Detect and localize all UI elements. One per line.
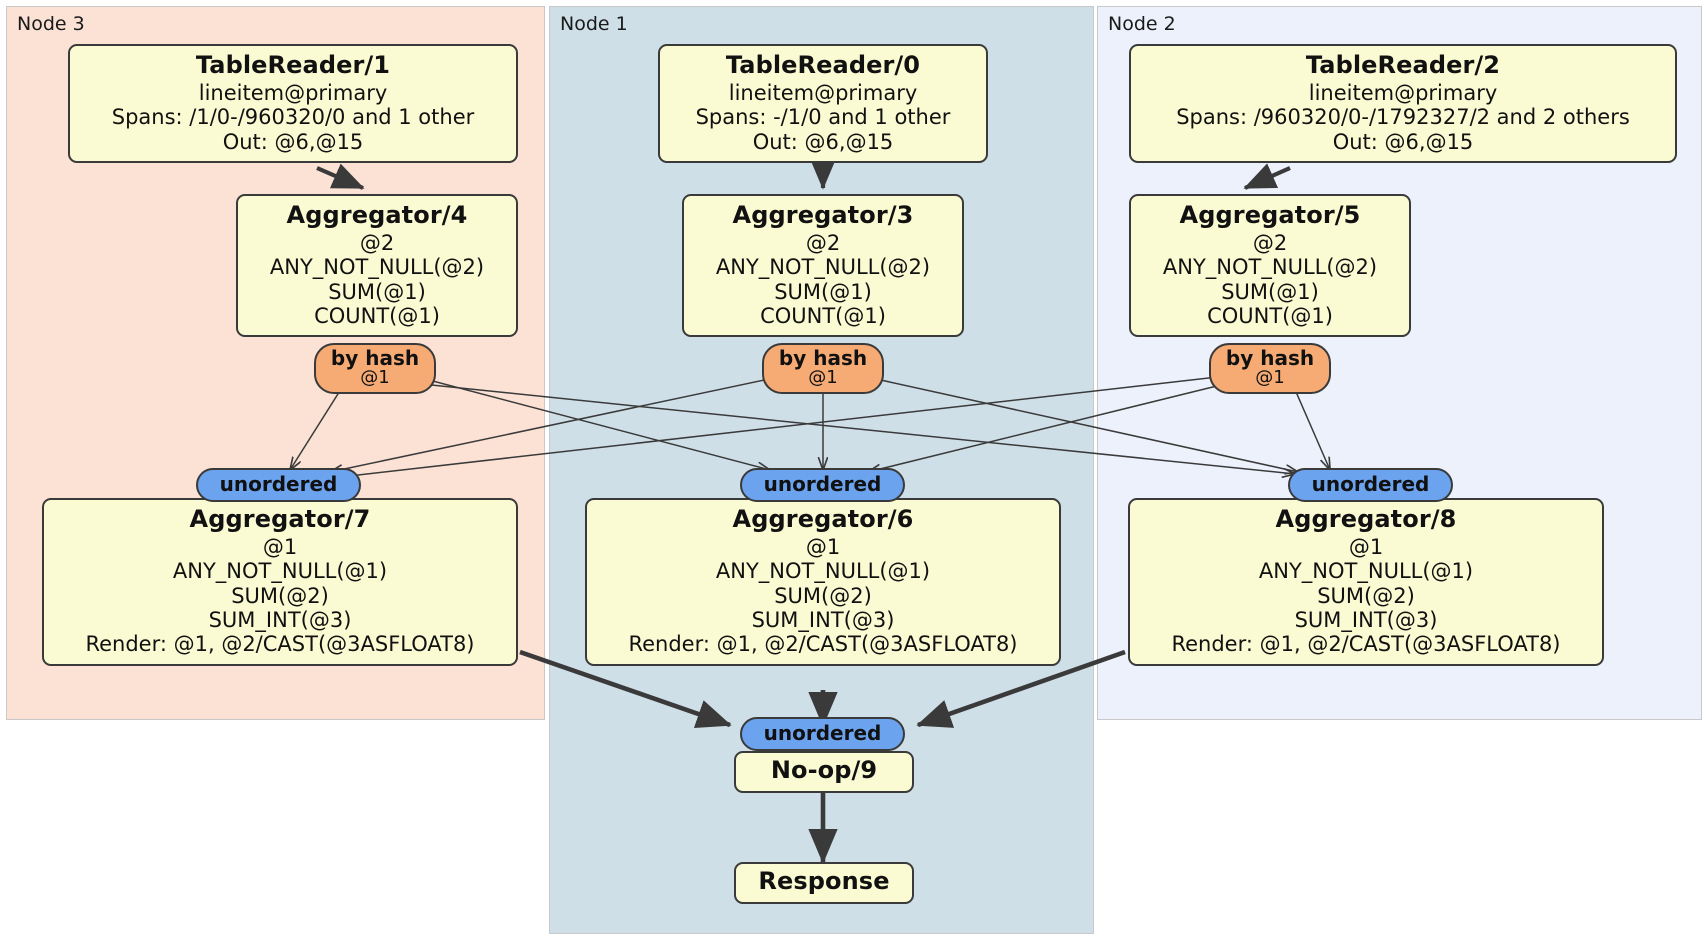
processor-line-agg-3: COUNT(@1): [760, 303, 886, 328]
processor-aggregator-8[interactable]: Aggregator/8 @1 ANY_NOT_NULL(@1) SUM(@2)…: [1128, 498, 1604, 666]
processor-aggregator-6[interactable]: Aggregator/6 @1 ANY_NOT_NULL(@1) SUM(@2)…: [585, 498, 1061, 666]
processor-title: Aggregator/3: [732, 201, 914, 229]
processor-title: Aggregator/5: [1179, 201, 1361, 229]
processor-line-spans: Spans: -/1/0 and 1 other: [695, 105, 951, 130]
processor-line-agg-3: COUNT(@1): [314, 303, 440, 328]
processor-line-out: Out: @6,@15: [752, 129, 894, 154]
processor-line-render: Render: @1, @2/CAST(@3ASFLOAT8): [85, 632, 475, 657]
router-hash-column: @1: [360, 367, 390, 388]
processor-title: TableReader/2: [1305, 51, 1501, 79]
processor-line-groupcol: @1: [1348, 534, 1384, 559]
processor-title: Aggregator/7: [189, 505, 371, 533]
processor-noop-9[interactable]: No-op/9: [734, 751, 914, 793]
processor-line-out: Out: @6,@15: [222, 129, 364, 154]
processor-line-agg-1: ANY_NOT_NULL(@2): [1162, 255, 1378, 280]
processor-line-render: Render: @1, @2/CAST(@3ASFLOAT8): [1171, 632, 1561, 657]
processor-line-agg-2: SUM(@2): [1317, 583, 1415, 608]
router-kind-label: by hash: [330, 346, 420, 370]
processor-title: Response: [758, 867, 890, 895]
processor-line-spans: Spans: /960320/0-/1792327/2 and 2 others: [1176, 105, 1630, 130]
processor-line-table: lineitem@primary: [198, 80, 388, 105]
processor-tablereader-0[interactable]: TableReader/0 lineitem@primary Spans: -/…: [658, 44, 988, 163]
router-hash-column: @1: [1255, 367, 1285, 388]
hash-router-aggregator-4[interactable]: by hash @1: [314, 343, 436, 394]
processor-line-groupcol: @2: [805, 230, 841, 255]
processor-title: Aggregator/8: [1275, 505, 1457, 533]
node-region-label-node1: Node 1: [560, 13, 628, 35]
processor-line-groupcol: @2: [359, 230, 395, 255]
synchronizer-aggregator-8[interactable]: unordered: [1288, 468, 1453, 502]
synchronizer-noop-9[interactable]: unordered: [740, 717, 905, 751]
processor-aggregator-5[interactable]: Aggregator/5 @2 ANY_NOT_NULL(@2) SUM(@1)…: [1129, 194, 1411, 338]
processor-line-agg-2: SUM(@1): [1221, 279, 1319, 304]
processor-line-agg-1: ANY_NOT_NULL(@1): [715, 559, 931, 584]
synchronizer-kind-label: unordered: [763, 721, 882, 745]
processor-line-groupcol: @1: [805, 534, 841, 559]
node-region-label-node3: Node 3: [17, 13, 85, 35]
hash-router-aggregator-5[interactable]: by hash @1: [1209, 343, 1331, 394]
processor-title: No-op/9: [770, 756, 878, 784]
processor-line-agg-2: SUM(@1): [774, 279, 872, 304]
processor-line-render: Render: @1, @2/CAST(@3ASFLOAT8): [628, 632, 1018, 657]
processor-title: Aggregator/6: [732, 505, 914, 533]
processor-tablereader-1[interactable]: TableReader/1 lineitem@primary Spans: /1…: [68, 44, 518, 163]
processor-title: TableReader/1: [195, 51, 391, 79]
processor-line-agg-1: ANY_NOT_NULL(@2): [715, 255, 931, 280]
router-kind-label: by hash: [778, 346, 868, 370]
processor-line-agg-1: ANY_NOT_NULL(@2): [269, 255, 485, 280]
processor-line-table: lineitem@primary: [1308, 80, 1498, 105]
processor-response[interactable]: Response: [734, 862, 914, 904]
processor-line-groupcol: @2: [1252, 230, 1288, 255]
processor-line-agg-3: SUM_INT(@3): [208, 607, 352, 632]
processor-title: Aggregator/4: [286, 201, 468, 229]
processor-aggregator-7[interactable]: Aggregator/7 @1 ANY_NOT_NULL(@1) SUM(@2)…: [42, 498, 518, 666]
processor-line-agg-1: ANY_NOT_NULL(@1): [1258, 559, 1474, 584]
processor-line-agg-3: COUNT(@1): [1207, 303, 1333, 328]
processor-line-agg-1: ANY_NOT_NULL(@1): [172, 559, 388, 584]
processor-title: TableReader/0: [725, 51, 921, 79]
node-region-label-node2: Node 2: [1108, 13, 1176, 35]
synchronizer-kind-label: unordered: [219, 472, 338, 496]
processor-line-agg-2: SUM(@1): [328, 279, 426, 304]
hash-router-aggregator-3[interactable]: by hash @1: [762, 343, 884, 394]
processor-line-agg-3: SUM_INT(@3): [1294, 607, 1438, 632]
synchronizer-aggregator-7[interactable]: unordered: [196, 468, 361, 502]
router-kind-label: by hash: [1225, 346, 1315, 370]
processor-tablereader-2[interactable]: TableReader/2 lineitem@primary Spans: /9…: [1129, 44, 1677, 163]
processor-line-agg-3: SUM_INT(@3): [751, 607, 895, 632]
router-hash-column: @1: [808, 367, 838, 388]
synchronizer-kind-label: unordered: [1311, 472, 1430, 496]
processor-line-spans: Spans: /1/0-/960320/0 and 1 other: [111, 105, 475, 130]
processor-aggregator-3[interactable]: Aggregator/3 @2 ANY_NOT_NULL(@2) SUM(@1)…: [682, 194, 964, 338]
synchronizer-aggregator-6[interactable]: unordered: [740, 468, 905, 502]
processor-line-agg-2: SUM(@2): [231, 583, 329, 608]
processor-line-out: Out: @6,@15: [1332, 129, 1474, 154]
processor-line-table: lineitem@primary: [728, 80, 918, 105]
synchronizer-kind-label: unordered: [763, 472, 882, 496]
processor-line-agg-2: SUM(@2): [774, 583, 872, 608]
processor-line-groupcol: @1: [262, 534, 298, 559]
processor-aggregator-4[interactable]: Aggregator/4 @2 ANY_NOT_NULL(@2) SUM(@1)…: [236, 194, 518, 338]
